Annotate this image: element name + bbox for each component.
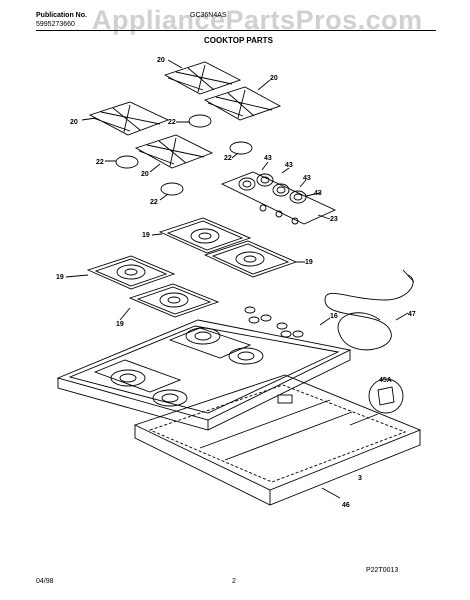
burner-cap bbox=[229, 141, 253, 155]
burner-grate bbox=[203, 86, 282, 121]
burner-cap bbox=[188, 114, 212, 128]
drip-pan bbox=[128, 283, 220, 318]
supply-cord bbox=[324, 274, 414, 351]
callout-20-d: 20 bbox=[141, 171, 149, 178]
callout-43-d: 43 bbox=[314, 190, 322, 197]
header-rule bbox=[36, 30, 436, 31]
page-number: 2 bbox=[232, 578, 236, 585]
drip-pan bbox=[86, 255, 176, 290]
control-knob bbox=[289, 190, 307, 204]
callout-20-c: 20 bbox=[70, 119, 78, 126]
callout-43-b: 43 bbox=[285, 162, 293, 169]
callout-22-d: 22 bbox=[224, 155, 232, 162]
control-knob bbox=[272, 183, 290, 197]
callout-46: 46 bbox=[342, 502, 350, 509]
burner-cap bbox=[115, 155, 139, 169]
burner-grate bbox=[163, 61, 242, 95]
callout-23: 23 bbox=[330, 216, 338, 223]
drip-pan bbox=[158, 217, 252, 254]
callout-16: 16 bbox=[330, 313, 338, 320]
callout-22-b: 22 bbox=[96, 159, 104, 166]
burner-cap bbox=[160, 182, 184, 196]
callout-45A: 45A bbox=[379, 377, 392, 384]
control-knob bbox=[256, 173, 274, 187]
watermark: AppliancePartsPros.com bbox=[92, 5, 423, 35]
callout-22-c: 22 bbox=[150, 199, 158, 206]
callout-22-a: 22 bbox=[168, 119, 176, 126]
model-number: GC36N4AS bbox=[190, 12, 227, 19]
control-panel bbox=[220, 171, 337, 225]
publication-label: Publication No. bbox=[36, 12, 87, 19]
callout-3: 3 bbox=[358, 475, 362, 482]
callout-43-c: 43 bbox=[303, 175, 311, 182]
valve-inset-circle bbox=[368, 378, 404, 414]
publication-date: 04/98 bbox=[36, 578, 54, 585]
callout-47: 47 bbox=[408, 311, 416, 318]
figure-id: P22T0013 bbox=[366, 567, 399, 574]
callout-19-b: 19 bbox=[305, 259, 313, 266]
callout-20-a: 20 bbox=[157, 57, 165, 64]
burner-grate bbox=[134, 134, 214, 169]
callout-20-b: 20 bbox=[270, 75, 278, 82]
burner-grate bbox=[88, 101, 170, 136]
control-knob bbox=[238, 177, 256, 191]
callout-43-a: 43 bbox=[264, 155, 272, 162]
callout-19-a: 19 bbox=[142, 232, 150, 239]
section-title: COOKTOP PARTS bbox=[204, 36, 273, 45]
publication-number: 5995273660 bbox=[36, 21, 75, 28]
burner-box bbox=[133, 374, 422, 506]
main-cooktop bbox=[56, 319, 352, 431]
callout-19-c: 19 bbox=[56, 274, 64, 281]
callout-19-d: 19 bbox=[116, 321, 124, 328]
